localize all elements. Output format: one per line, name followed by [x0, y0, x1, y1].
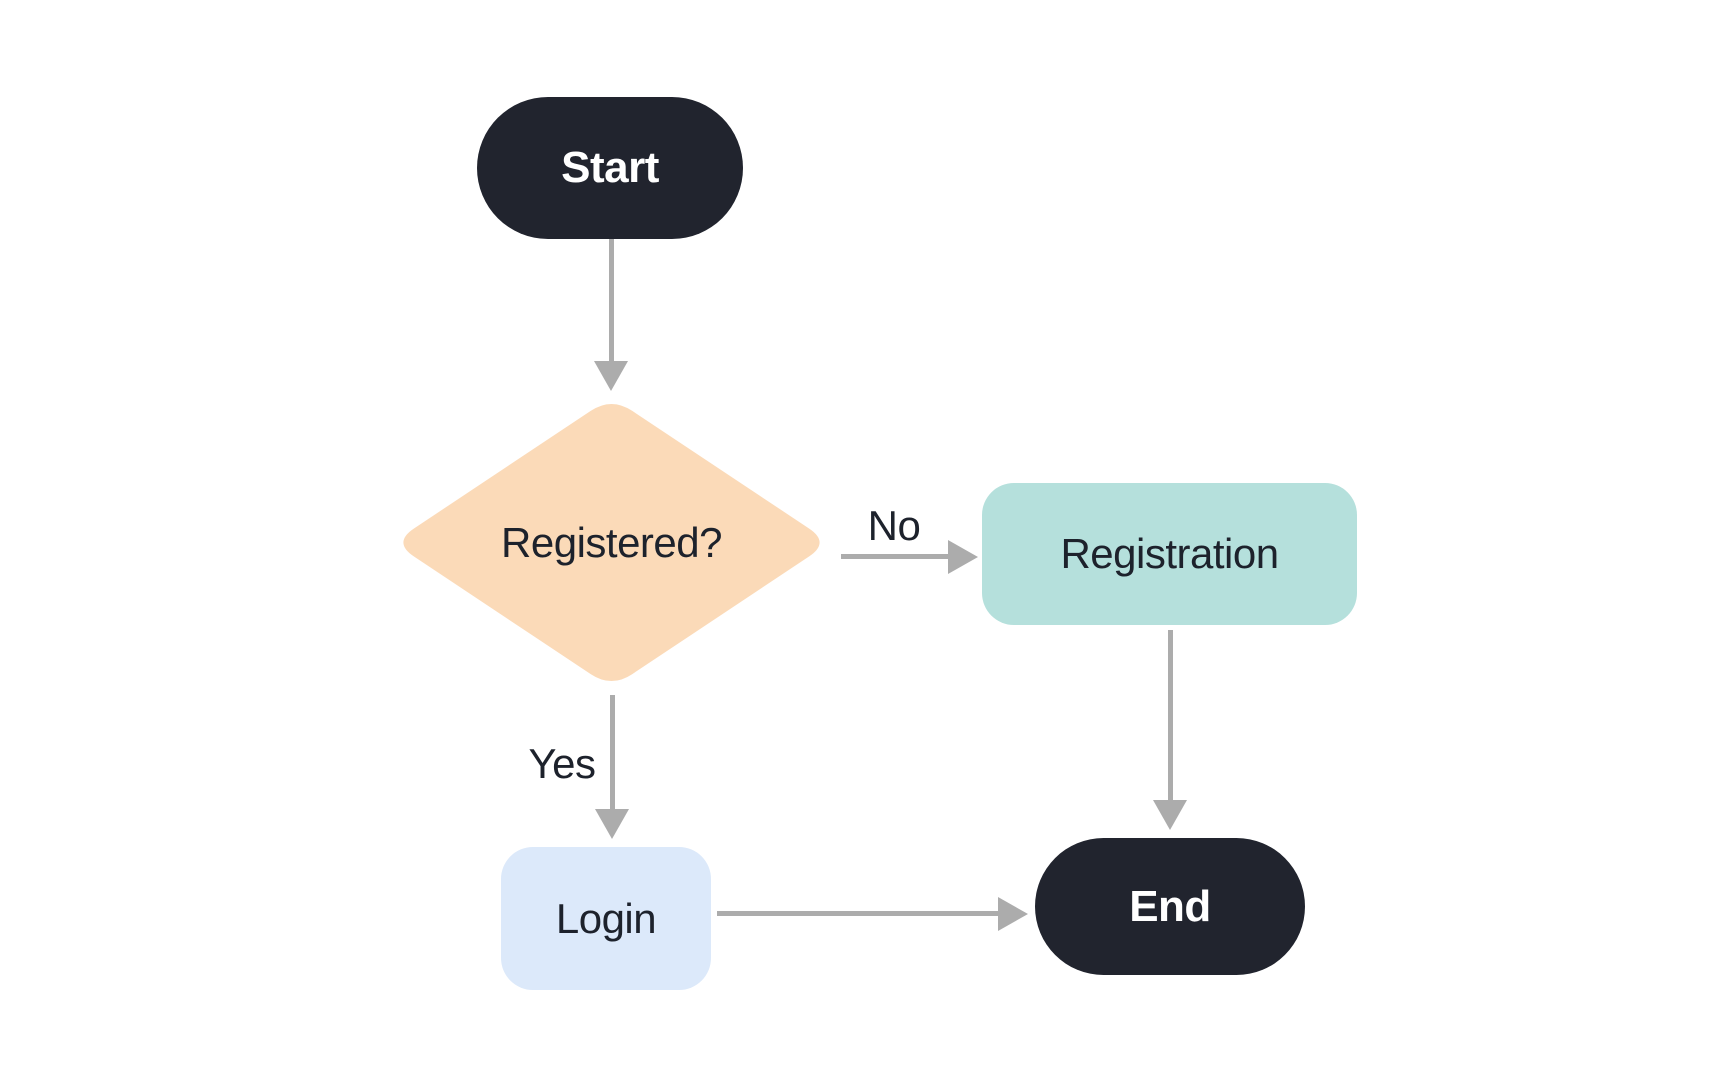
node-registration-label: Registration: [1060, 530, 1279, 577]
edge-registered-to-registration: [841, 554, 949, 559]
diamond-fill: [403, 403, 820, 682]
diamond-shape: [403, 403, 820, 682]
arrowhead-down-icon: [595, 809, 629, 839]
edge-label-yes: Yes: [528, 740, 596, 787]
arrowhead-right-icon: [998, 897, 1028, 931]
edge-label-no: No: [867, 502, 921, 549]
node-end-label: End: [1129, 881, 1211, 931]
node-registered-label: Registered?: [501, 518, 722, 566]
edge-start-to-registered: [609, 239, 614, 363]
arrowhead-right-icon: [948, 540, 978, 574]
arrowhead-down-icon: [594, 361, 628, 391]
node-start: Start: [477, 97, 743, 239]
node-registration: Registration: [982, 483, 1357, 625]
edge-registration-to-end: [1168, 630, 1173, 802]
node-registered-decision: Registered?: [393, 397, 830, 688]
edge-registered-to-login: [610, 695, 615, 811]
arrowhead-down-icon: [1153, 800, 1187, 830]
node-start-label: Start: [561, 143, 659, 192]
edge-login-to-end: [717, 911, 999, 916]
node-login: Login: [501, 847, 711, 990]
node-login-label: Login: [555, 894, 657, 942]
node-end: End: [1035, 838, 1305, 975]
